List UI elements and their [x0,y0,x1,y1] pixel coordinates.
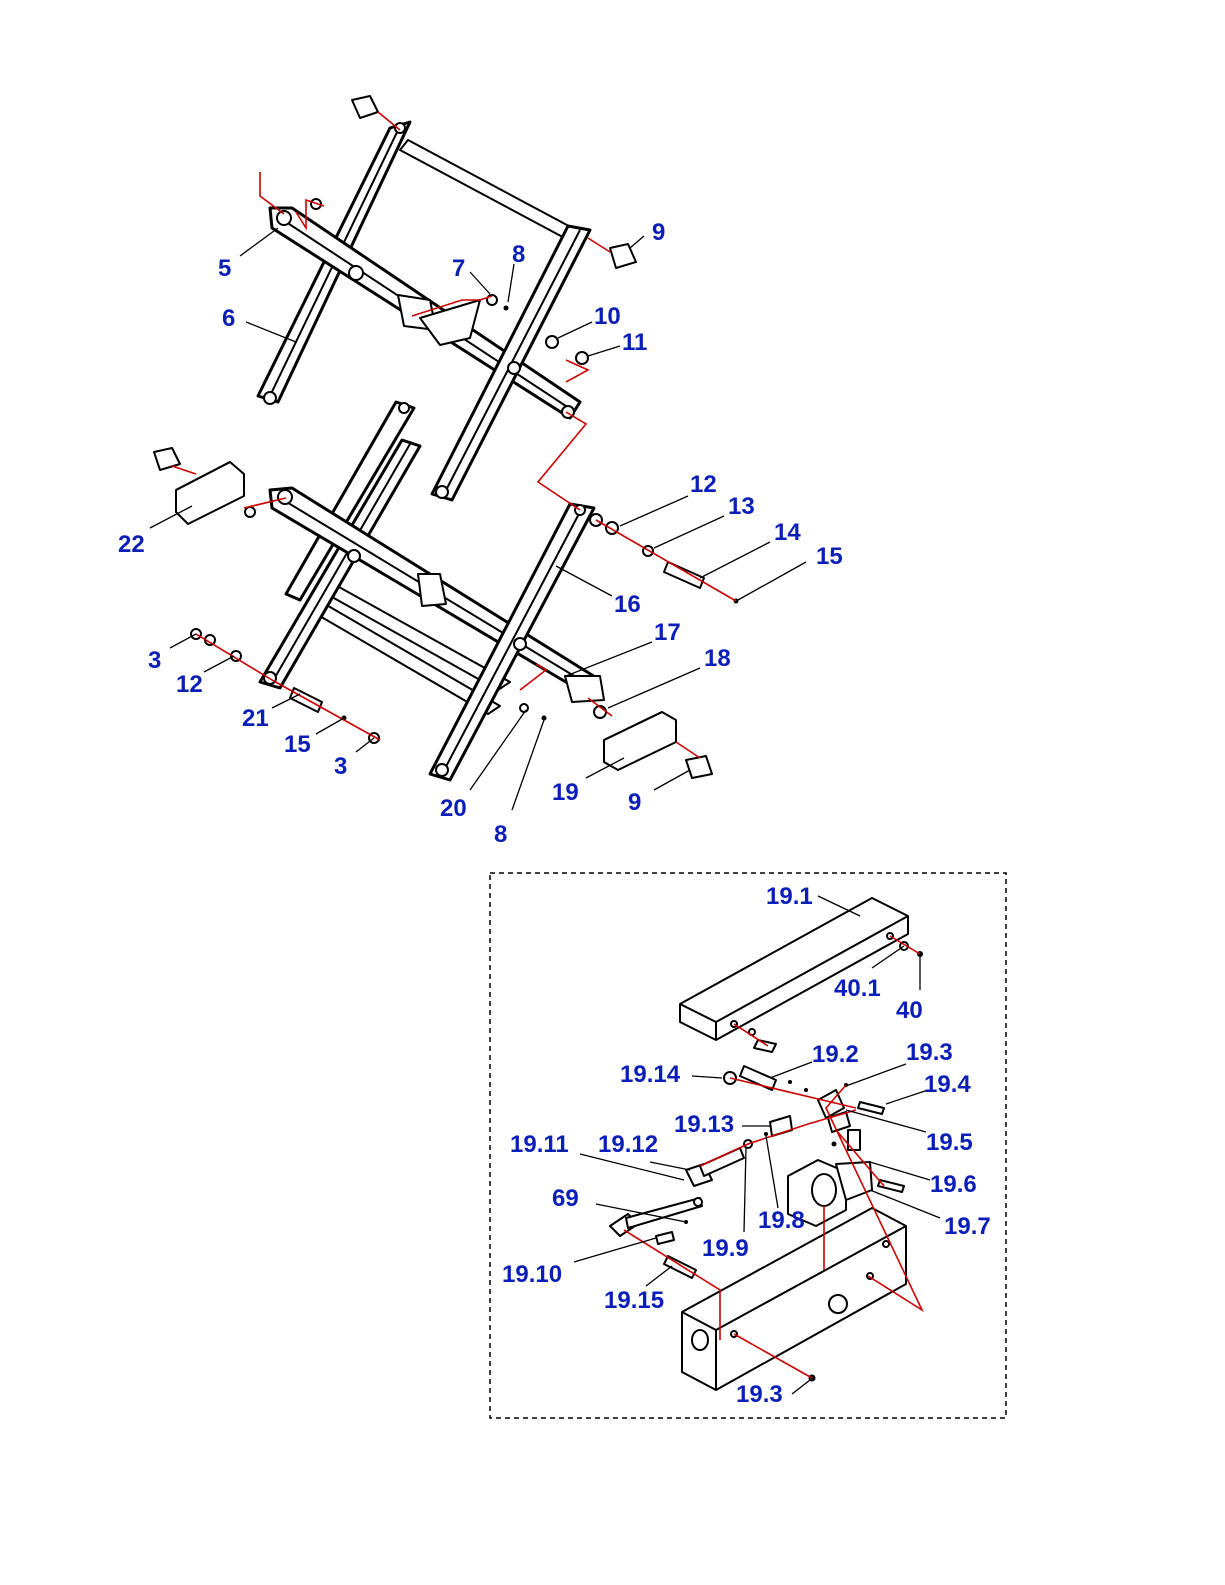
callout-10: 10 [594,303,621,330]
pin-8-upper [504,306,509,311]
callout-21: 21 [242,705,269,732]
callout-11: 11 [622,329,647,356]
callout-19-10: 19.10 [502,1261,562,1288]
callout-20: 20 [440,795,467,822]
top-channel-cover [680,898,908,1040]
callout-3-left: 3 [148,647,161,674]
callout-17: 17 [654,619,681,646]
callout-19-3-bottom: 19.3 [736,1381,783,1408]
callout-19-1: 19.1 [766,883,813,910]
callout-12-left: 12 [176,671,203,698]
callout-19-5: 19.5 [926,1129,973,1156]
callout-19-9: 19.9 [702,1235,749,1262]
callout-16: 16 [614,591,641,618]
right-end-housing [604,712,676,770]
washer-11 [576,352,588,364]
callout-19-15: 19.15 [604,1287,664,1314]
callout-14: 14 [774,519,801,546]
upper-cross-rod [400,140,580,242]
callout-19-4: 19.4 [924,1071,971,1098]
callout-19-2: 19.2 [812,1041,859,1068]
screw-19-6 [878,1180,904,1192]
callout-40-1: 40.1 [834,975,881,1002]
callout-19-12: 19.12 [598,1131,658,1158]
callout-7: 7 [452,255,465,282]
spring-clip-20 [520,704,528,712]
callout-19-11: 19.11 [510,1131,569,1158]
callout-9-lower: 9 [628,789,641,816]
pin-14 [664,562,704,588]
callout-19-7: 19.7 [944,1213,991,1240]
lower-arm-end-pin [565,676,604,702]
callout-18: 18 [704,645,731,672]
callout-13: 13 [728,493,755,520]
callout-8-upper: 8 [512,241,525,268]
callout-19-8: 19.8 [758,1207,805,1234]
pin-8-lower [542,716,547,721]
callout-5: 5 [218,255,231,282]
lower-frame-assembly [260,402,604,780]
callout-22: 22 [118,531,145,558]
callout-8-lower: 8 [494,821,507,848]
lower-center-bracket [418,574,446,606]
callout-12-right: 12 [690,471,717,498]
callout-15-left: 15 [284,731,311,758]
upper-frame-assembly [258,122,590,500]
callout-19: 19 [552,779,579,806]
callout-19-13: 19.13 [674,1111,734,1138]
foot-cap-right [610,244,636,268]
callout-19-3-top: 19.3 [906,1039,953,1066]
callout-69: 69 [552,1185,579,1212]
screw-19-4 [858,1102,884,1114]
callout-3-right: 3 [334,753,347,780]
callout-19-14: 19.14 [620,1061,681,1088]
pin-19-15 [664,1256,696,1278]
nut-10 [546,336,558,348]
pin-21 [290,688,322,712]
callout-15-right: 15 [816,543,843,570]
callout-6: 6 [222,305,235,332]
washer-left [245,507,255,517]
callout-40: 40 [896,997,923,1024]
foot-cap-top [352,96,378,118]
callout-9-upper: 9 [652,219,665,246]
foot-cap-bottom [686,756,712,778]
callout-19-6: 19.6 [930,1171,977,1198]
